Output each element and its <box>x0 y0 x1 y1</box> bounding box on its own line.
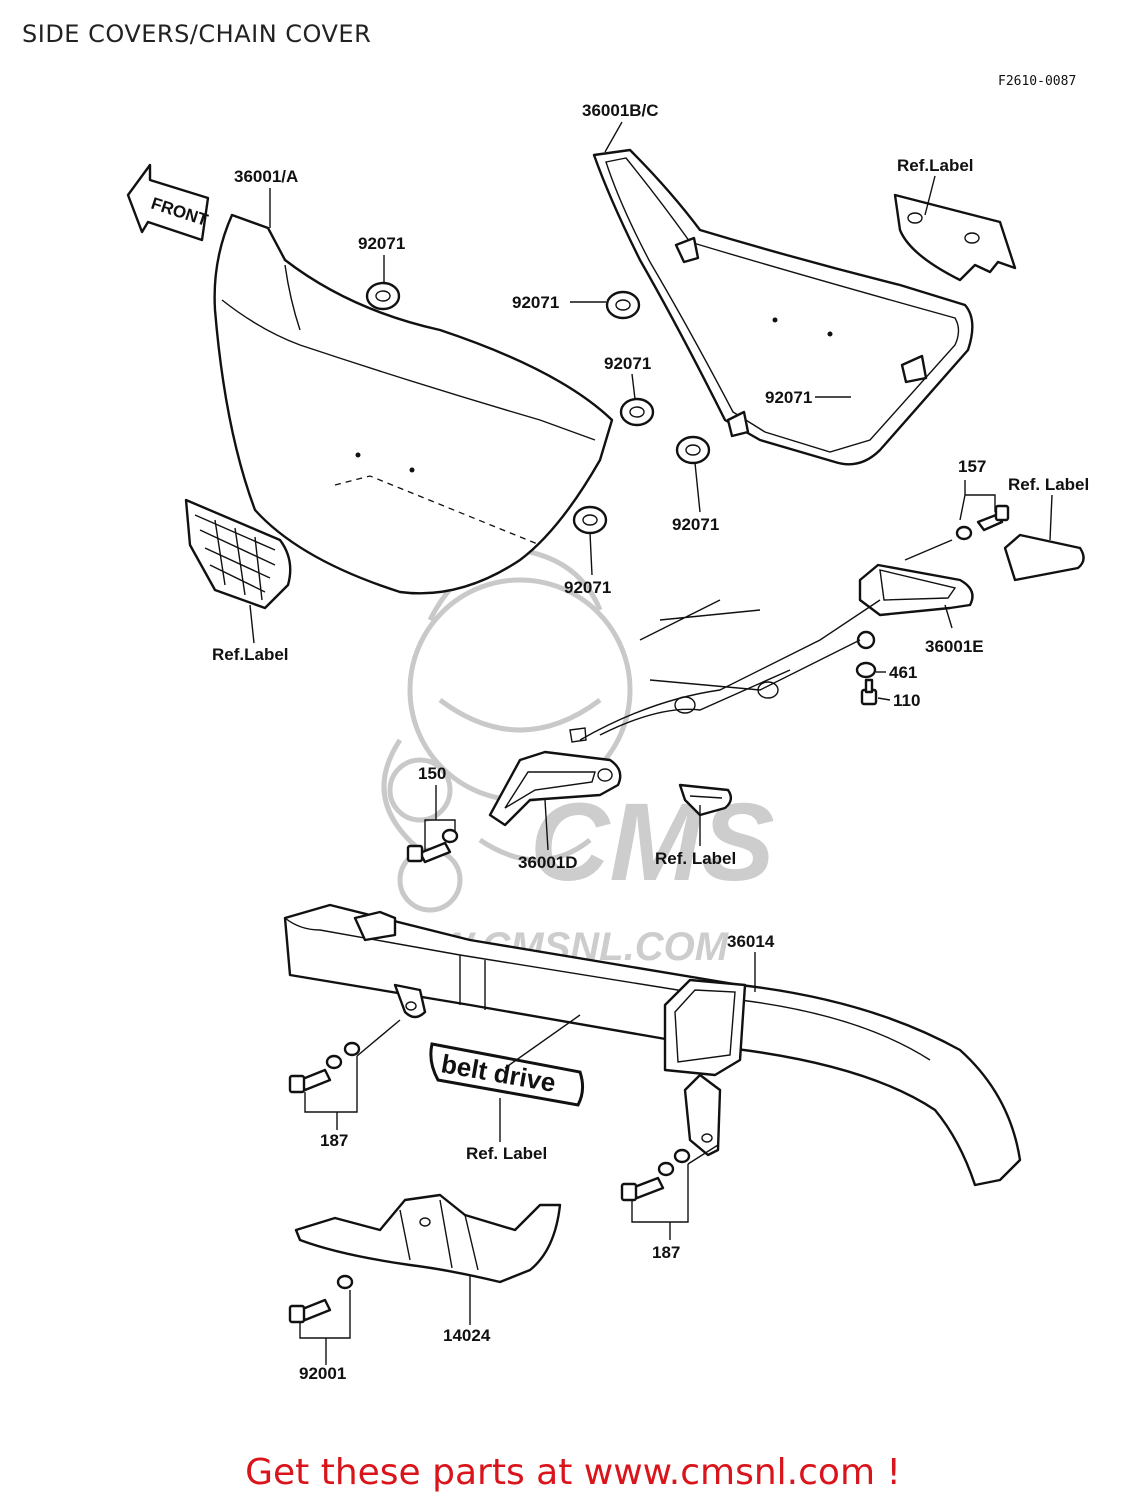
callout-ref-label-1: Ref.Label <box>897 156 974 175</box>
callout-36001bc: 36001B/C <box>582 101 659 120</box>
callout-157: 157 <box>958 457 986 476</box>
parts-diagram: CMS WWW.CMSNL.COM FRONT <box>126 101 1089 1383</box>
callout-ref-label-4: Ref. Label <box>655 849 736 868</box>
callout-187-1: 187 <box>320 1131 348 1150</box>
callout-92001: 92001 <box>299 1364 346 1383</box>
callout-110: 110 <box>893 691 920 710</box>
diagram-code: F2610-0087 <box>998 74 1077 89</box>
bolt-187-left <box>288 1041 361 1094</box>
grommet-4 <box>675 435 711 465</box>
side-cover-right <box>592 148 974 466</box>
front-arrow: FRONT <box>126 163 211 242</box>
ref-label-plate-right <box>893 193 1017 282</box>
leader-lines <box>249 121 1053 1365</box>
bolt-110 <box>860 678 878 706</box>
bracket-36001e <box>856 563 974 650</box>
grommet-6 <box>572 505 608 535</box>
bracket-36001d <box>488 750 622 827</box>
callout-187-2: 187 <box>652 1243 680 1262</box>
callout-ref-label-2: Ref. Label <box>1008 475 1089 494</box>
ref-label-clip <box>678 783 733 817</box>
bolt-92001 <box>288 1274 354 1324</box>
callout-ref-label-5: Ref. Label <box>466 1144 547 1163</box>
washer-461 <box>855 661 877 679</box>
grommet-1 <box>365 281 401 311</box>
callout-36001a: 36001/A <box>234 167 298 186</box>
bolt-157 <box>955 504 1010 541</box>
callout-36001e: 36001E <box>925 637 984 656</box>
callout-92071-1: 92071 <box>358 234 405 253</box>
grommet-2 <box>605 290 641 320</box>
callout-461: 461 <box>889 663 917 682</box>
callout-92071-5: 92071 <box>672 515 719 534</box>
footer-link-text[interactable]: Get these parts at www.cmsnl.com ! <box>245 1452 901 1493</box>
bolt-150 <box>406 828 459 864</box>
frame-sketch <box>569 599 881 743</box>
callout-14024: 14024 <box>443 1326 491 1345</box>
bolt-187-right <box>620 1148 691 1202</box>
grommet-3 <box>619 397 655 427</box>
callout-92071-4: 92071 <box>765 388 812 407</box>
side-cover-left <box>213 213 614 595</box>
ref-label-triangle-right <box>1003 533 1085 582</box>
callout-labels: 36001/A 36001B/C 92071 92071 92071 92071… <box>212 101 1089 1383</box>
callout-36001d: 36001D <box>518 853 578 872</box>
ref-label-grille-left <box>184 498 292 610</box>
watermark-logo-text: CMS <box>530 781 774 904</box>
callout-92071-2: 92071 <box>512 293 559 312</box>
chain-cover-36014 <box>283 903 1022 1187</box>
callout-92071-6: 92071 <box>564 578 611 597</box>
belt-drive-decal: belt drive <box>429 1042 585 1107</box>
callout-92071-3: 92071 <box>604 354 651 373</box>
callout-ref-label-3: Ref.Label <box>212 645 289 664</box>
guard-14024 <box>294 1193 562 1284</box>
page-title: SIDE COVERS/CHAIN COVER <box>22 20 372 48</box>
callout-150: 150 <box>418 764 446 783</box>
callout-36014: 36014 <box>727 932 775 951</box>
